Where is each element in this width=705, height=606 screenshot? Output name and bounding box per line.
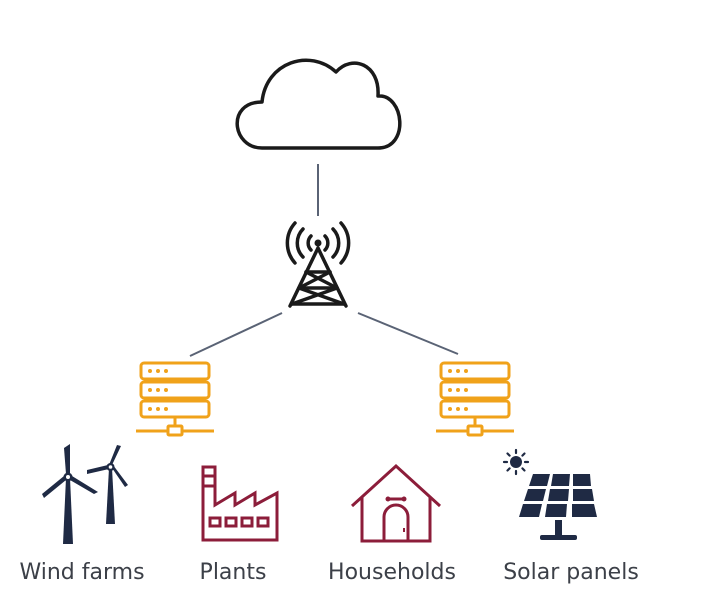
endpoint-label-solar-panels: Solar panels <box>503 560 639 585</box>
connections <box>189 164 459 357</box>
house-icon <box>350 463 442 543</box>
endpoint-label-wind-farms: Wind farms <box>19 560 145 585</box>
wind-turbine-icon <box>42 444 128 544</box>
server-icon <box>136 361 214 437</box>
cell-tower-icon <box>285 221 351 308</box>
link-tower-server-right <box>357 312 459 355</box>
factory-icon <box>201 465 279 542</box>
link-tower-server-left <box>189 312 283 357</box>
solar-panel-icon <box>502 448 597 540</box>
cloud-icon <box>235 58 402 150</box>
endpoint-label-plants: Plants <box>199 560 267 585</box>
endpoint-label-households: Households <box>328 560 456 585</box>
server-icon <box>436 361 514 437</box>
